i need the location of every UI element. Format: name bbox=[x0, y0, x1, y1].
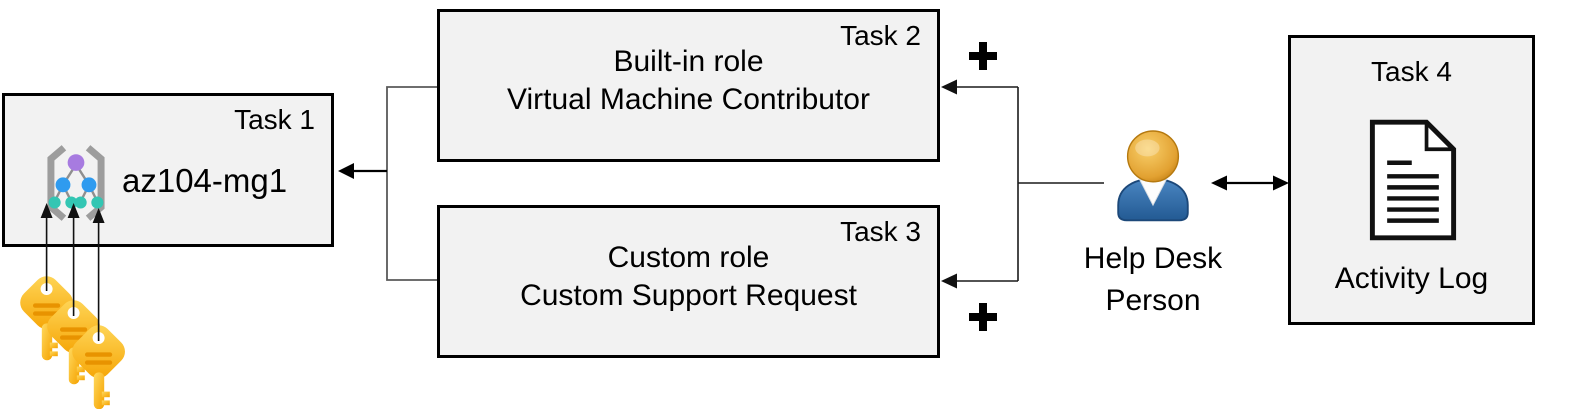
person-label-line2: Person bbox=[1105, 284, 1201, 317]
key-icon bbox=[47, 300, 100, 385]
document-text-lines bbox=[1387, 160, 1439, 223]
person-head bbox=[1126, 130, 1180, 183]
mg-leaf-3 bbox=[74, 196, 87, 209]
person-icon bbox=[1117, 130, 1189, 222]
activity-log-caption: Activity Log bbox=[1334, 262, 1489, 295]
task3-role-name: Custom Support Request bbox=[520, 279, 857, 312]
management-group-icon bbox=[47, 145, 105, 221]
task4-box: Task 4 Activity Log bbox=[1288, 35, 1535, 325]
person-head-highlight bbox=[1135, 139, 1160, 157]
person-label: Help Desk Person bbox=[1063, 238, 1243, 322]
key-icon bbox=[20, 276, 73, 361]
mg-bracket-left bbox=[47, 145, 67, 221]
document-icon bbox=[1369, 119, 1457, 241]
task1-box: Task 1 az104-mg1 bbox=[2, 93, 334, 247]
document-fold bbox=[1424, 122, 1454, 152]
mg-leaf-4 bbox=[91, 196, 104, 209]
task4-label: Task 4 bbox=[1371, 56, 1452, 87]
mg-node-root bbox=[67, 154, 85, 171]
task2-role-name: Virtual Machine Contributor bbox=[507, 83, 870, 116]
task3-box: Task 3 Custom role Custom Support Reques… bbox=[437, 205, 940, 358]
key-icon bbox=[72, 325, 125, 409]
plus-icon bbox=[969, 303, 997, 331]
task2-label: Task 2 bbox=[840, 20, 921, 51]
plus-icon bbox=[969, 42, 997, 70]
mg-node-left bbox=[55, 177, 71, 193]
arrowhead-to-task3 bbox=[941, 273, 957, 289]
task3-label: Task 3 bbox=[840, 216, 921, 247]
arrow-roles-to-task1 bbox=[338, 163, 387, 179]
person-label-line1: Help Desk bbox=[1083, 242, 1223, 275]
arrowhead-to-task2 bbox=[941, 79, 957, 95]
double-arrow-person-task4 bbox=[1211, 175, 1289, 191]
management-group-name: az104-mg1 bbox=[122, 162, 288, 199]
task1-label: Task 1 bbox=[234, 104, 315, 135]
task3-role-type: Custom role bbox=[607, 241, 770, 274]
task2-box: Task 2 Built-in role Virtual Machine Con… bbox=[437, 9, 940, 162]
mg-leaf-1 bbox=[48, 196, 61, 209]
task2-role-type: Built-in role bbox=[613, 45, 764, 78]
bracket-connector-roles bbox=[386, 86, 437, 281]
mg-node-right bbox=[81, 177, 97, 193]
